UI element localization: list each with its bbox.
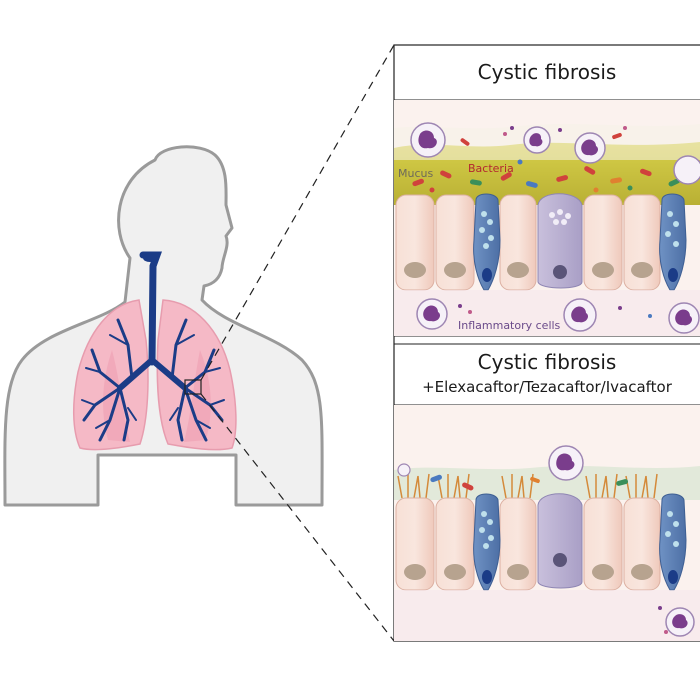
few-bacteria [430,474,629,491]
panel-subtitle-treatment: +Elexacaftor/Tezacaftor/Ivacaftor [422,378,672,396]
panel-title-cf: Cystic fibrosis [477,60,617,84]
cilia [397,473,658,499]
club-cell [537,193,583,289]
panel-title-treated: Cystic fibrosis [477,350,617,374]
trachea-top [143,254,157,262]
label-inflammatory-cells: Inflammatory cells [458,319,561,332]
zoom-marker [184,379,202,395]
club-cell-treated [537,493,583,589]
neutrophils [410,122,700,334]
epithelium-treated [394,445,700,641]
ciliated-cells-treated [395,497,661,591]
zoom-line-bottom [200,393,395,642]
few-neutrophils [397,445,695,637]
zoom-line-top [200,44,395,381]
label-mucus: Mucus [398,167,434,180]
goblet-cells-treated [473,493,687,591]
epithelium-cf [394,122,700,336]
goblet-cells [473,193,687,291]
ciliated-cells [395,194,661,291]
thin-mucus-layer [394,466,700,500]
bacteria [412,132,680,193]
label-bacteria: Bacteria [468,162,514,175]
